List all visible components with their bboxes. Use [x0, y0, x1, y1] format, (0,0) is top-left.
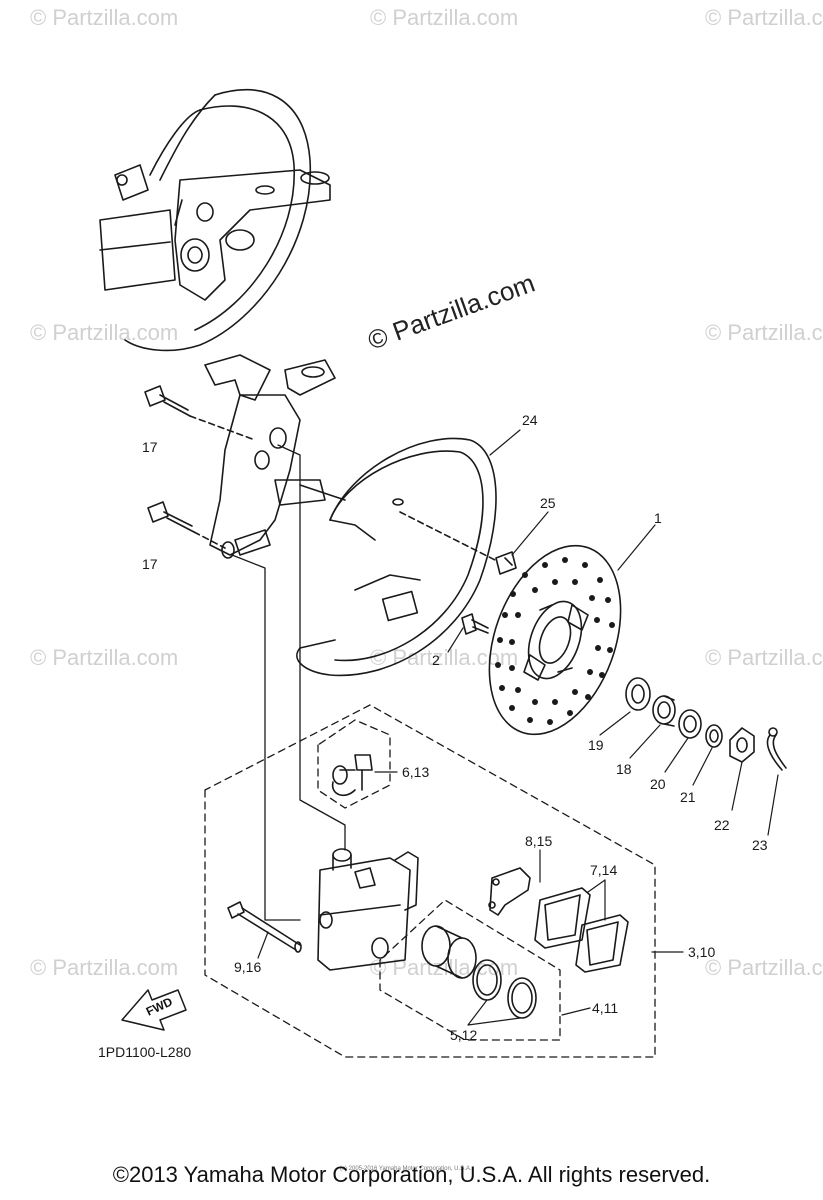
- watermark-text: © Partzilla.com: [370, 5, 518, 30]
- callout-3-10: 3,10: [688, 944, 715, 960]
- callout-5-12: 5,12: [450, 1027, 477, 1043]
- steering-knuckle: [204, 354, 346, 559]
- watermark-text: © Partzilla.com: [705, 645, 823, 670]
- callout-6-13: 6,13: [402, 764, 429, 780]
- watermark-text: © Partzilla.com: [705, 320, 823, 345]
- callout-20: 20: [650, 776, 666, 792]
- callout-23: 23: [752, 837, 768, 853]
- fwd-label: FWD: [144, 994, 175, 1018]
- callout-9-16: 9,16: [234, 959, 261, 975]
- callout-25: 25: [540, 495, 556, 511]
- brake-pads-7-14: [534, 887, 629, 973]
- caliper-pin-9-16: [227, 901, 302, 953]
- piston-4-11: [421, 925, 477, 979]
- disc-holes: [495, 557, 615, 725]
- dust-shield-24: [296, 437, 497, 677]
- callout-labels: 17 17 24 25 1 2 19 18 20 21 22 23 6,13 8…: [142, 412, 768, 1043]
- callout-19: 19: [588, 737, 604, 753]
- pad-spring-8-15: [488, 867, 531, 916]
- callout-7-14: 7,14: [590, 862, 617, 878]
- watermark-text: © Partzilla.com: [30, 320, 178, 345]
- screw-25: [399, 511, 517, 575]
- watermark-text: © Partzilla.com: [705, 5, 823, 30]
- callout-4-11: 4,11: [592, 1000, 618, 1016]
- watermark-text: © Partzilla.com: [30, 955, 178, 980]
- diagram-reference-code: 1PD1100-L280: [98, 1044, 191, 1060]
- bolt-17-lower: [147, 501, 226, 549]
- callout-1: 1: [654, 510, 662, 526]
- bolt-17-upper: [144, 385, 256, 441]
- watermark-text: © Partzilla.com: [30, 5, 178, 30]
- callout-leaders: [257, 429, 779, 1026]
- callout-2: 2: [432, 652, 440, 668]
- watermark-text: © Partzilla.com: [30, 645, 178, 670]
- watermark-layer: © Partzilla.com © Partzilla.com © Partzi…: [30, 5, 823, 980]
- callout-18: 18: [616, 761, 632, 777]
- callout-21: 21: [680, 789, 696, 805]
- brake-disc-1: [488, 544, 622, 736]
- callout-17-upper: 17: [142, 439, 158, 455]
- watermark-text: © Partzilla.com: [705, 955, 823, 980]
- brake-caliper: [317, 848, 419, 971]
- callout-17-lower: 17: [142, 556, 158, 572]
- fwd-arrow: [121, 989, 187, 1031]
- bleed-screw-6-13: [331, 754, 373, 797]
- center-watermark: © Partzilla.com: [364, 268, 539, 356]
- assembled-view: [99, 88, 331, 352]
- callout-22: 22: [714, 817, 730, 833]
- assembly-boxes: [204, 704, 656, 1058]
- hub-spacers: [625, 677, 787, 771]
- small-copyright: (c) 2005-2016 Yamaha Motor Corporation, …: [340, 1166, 472, 1172]
- leader-lines: [231, 444, 346, 921]
- bolt-2: [461, 613, 489, 635]
- callout-24: 24: [522, 412, 538, 428]
- footer-copyright: ©2013 Yamaha Motor Corporation, U.S.A. A…: [112, 1162, 711, 1187]
- callout-8-15: 8,15: [525, 833, 552, 849]
